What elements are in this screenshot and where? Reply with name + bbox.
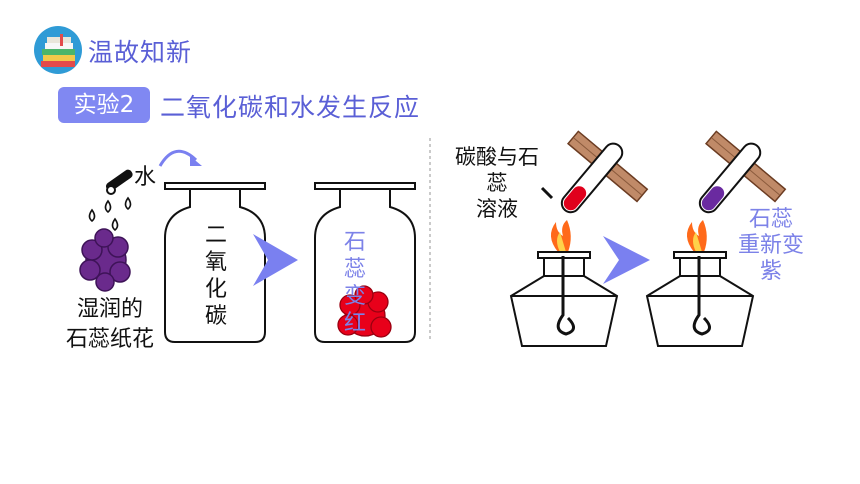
co2-jar xyxy=(164,182,266,343)
books-icon xyxy=(34,26,82,74)
right-arrow-icon-2 xyxy=(603,236,650,284)
experiment-badge: 实验2 xyxy=(58,87,150,123)
water-label: 水 xyxy=(134,165,157,190)
jar2-char: 蕊 xyxy=(343,257,366,282)
flower-caption-line1: 湿润的 xyxy=(76,297,143,322)
jar1-char: 化 xyxy=(204,277,227,302)
jar1-char: 氧 xyxy=(204,250,227,275)
flower-caption-line2: 石蕊纸花 xyxy=(65,327,154,352)
red-litmus-flower xyxy=(337,285,392,338)
right-arrow-icon xyxy=(253,234,298,286)
result-label-line: 石蕊 xyxy=(748,207,793,232)
solution-label: 碳酸与石 蕊 溶液 xyxy=(445,144,549,222)
result-label: 石蕊 重新变 紫 xyxy=(728,207,814,285)
test-tube-setup-2 xyxy=(645,130,787,347)
jar1-label: 二 氧 化 碳 xyxy=(201,222,231,330)
header-books-icon xyxy=(33,25,83,75)
purple-litmus-flower xyxy=(79,228,131,292)
experiment-title: 二氧化碳和水发生反应 xyxy=(160,93,421,122)
result-label-line: 紫 xyxy=(759,259,782,284)
water-droplets-icon xyxy=(88,196,132,232)
solution-label-line: 碳酸与石 xyxy=(455,145,539,169)
jar1-char: 二 xyxy=(204,223,227,248)
jar1-char: 碳 xyxy=(204,304,227,329)
jar2-char: 石 xyxy=(343,230,366,255)
jar2-char: 变 xyxy=(343,284,366,309)
solution-label-line: 溶液 xyxy=(476,197,518,221)
curved-arrow-icon xyxy=(158,149,198,167)
dropper-icon xyxy=(105,169,133,195)
jar2-label: 石 蕊 变 红 xyxy=(340,229,370,337)
page-title: 温故知新 xyxy=(88,38,193,67)
jar2-char: 红 xyxy=(343,311,366,336)
solution-label-line: 蕊 xyxy=(486,171,508,195)
curved-arrow-head xyxy=(190,156,202,166)
result-label-line: 重新变 xyxy=(737,233,804,258)
test-tube-setup-1 xyxy=(509,130,649,347)
